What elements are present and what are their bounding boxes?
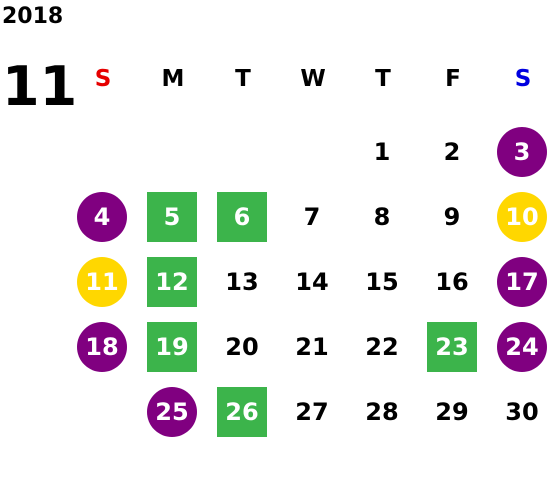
day-cell[interactable]: 6 [208, 185, 278, 250]
day-cell[interactable]: 29 [418, 380, 488, 445]
day-number: 15 [365, 268, 399, 296]
day-number: 27 [295, 398, 329, 426]
day-cell[interactable]: 10 [488, 185, 548, 250]
day-cell[interactable]: 8 [348, 185, 418, 250]
weekday-label: S [94, 66, 112, 92]
day-number: 26 [217, 387, 267, 437]
day-cell[interactable]: 30 [488, 380, 548, 445]
day-number: 14 [295, 268, 329, 296]
day-cell[interactable]: 25 [138, 380, 208, 445]
day-cell[interactable]: 18 [68, 315, 138, 380]
day-cell[interactable]: 7 [278, 185, 348, 250]
day-number: 4 [77, 192, 127, 242]
day-cell[interactable]: 12 [138, 250, 208, 315]
day-cell[interactable]: 19 [138, 315, 208, 380]
day-cell[interactable]: 27 [278, 380, 348, 445]
day-number: 2 [443, 138, 461, 166]
weekday-label: M [161, 66, 185, 92]
day-number: 22 [365, 333, 399, 361]
day-cell[interactable]: 21 [278, 315, 348, 380]
day-number: 10 [497, 192, 547, 242]
day-cell[interactable]: 26 [208, 380, 278, 445]
day-number: 12 [147, 257, 197, 307]
day-cell[interactable]: 5 [138, 185, 208, 250]
day-cell[interactable]: 3 [488, 120, 548, 185]
weekday-label: T [235, 66, 251, 92]
day-number: 16 [435, 268, 469, 296]
day-number: 3 [497, 127, 547, 177]
day-cell[interactable]: 24 [488, 315, 548, 380]
day-cell[interactable]: 14 [278, 250, 348, 315]
day-number: 28 [365, 398, 399, 426]
day-number: 25 [147, 387, 197, 437]
day-cell[interactable]: 22 [348, 315, 418, 380]
day-cell[interactable]: 13 [208, 250, 278, 315]
day-number: 19 [147, 322, 197, 372]
year-label: 2018 [2, 4, 64, 29]
day-cell [68, 380, 138, 445]
day-cell [208, 120, 278, 185]
day-cell [278, 120, 348, 185]
day-number: 20 [225, 333, 259, 361]
day-number: 23 [427, 322, 477, 372]
day-number: 18 [77, 322, 127, 372]
day-cell[interactable]: 4 [68, 185, 138, 250]
day-number: 29 [435, 398, 469, 426]
day-number: 1 [373, 138, 391, 166]
day-number: 9 [443, 203, 461, 231]
day-cell[interactable]: 16 [418, 250, 488, 315]
day-number: 24 [497, 322, 547, 372]
day-number: 21 [295, 333, 329, 361]
day-cell[interactable]: 28 [348, 380, 418, 445]
weekday-label: W [300, 66, 326, 92]
day-cell[interactable]: 2 [418, 120, 488, 185]
day-number: 11 [77, 257, 127, 307]
day-cell[interactable]: 17 [488, 250, 548, 315]
day-cell[interactable]: 9 [418, 185, 488, 250]
day-cell[interactable]: 15 [348, 250, 418, 315]
day-cell [68, 120, 138, 185]
weekday-label: S [514, 66, 532, 92]
day-cell[interactable]: 20 [208, 315, 278, 380]
day-cell[interactable]: 23 [418, 315, 488, 380]
day-number: 30 [505, 398, 539, 426]
month-number: 11 [2, 55, 78, 118]
day-number: 7 [303, 203, 321, 231]
day-number: 8 [373, 203, 391, 231]
day-number: 17 [497, 257, 547, 307]
day-cell [138, 120, 208, 185]
day-number: 6 [217, 192, 267, 242]
weekday-label: T [375, 66, 391, 92]
day-cell[interactable]: 11 [68, 250, 138, 315]
day-number: 5 [147, 192, 197, 242]
day-number: 13 [225, 268, 259, 296]
day-cell[interactable]: 1 [348, 120, 418, 185]
weekday-label: F [445, 66, 461, 92]
